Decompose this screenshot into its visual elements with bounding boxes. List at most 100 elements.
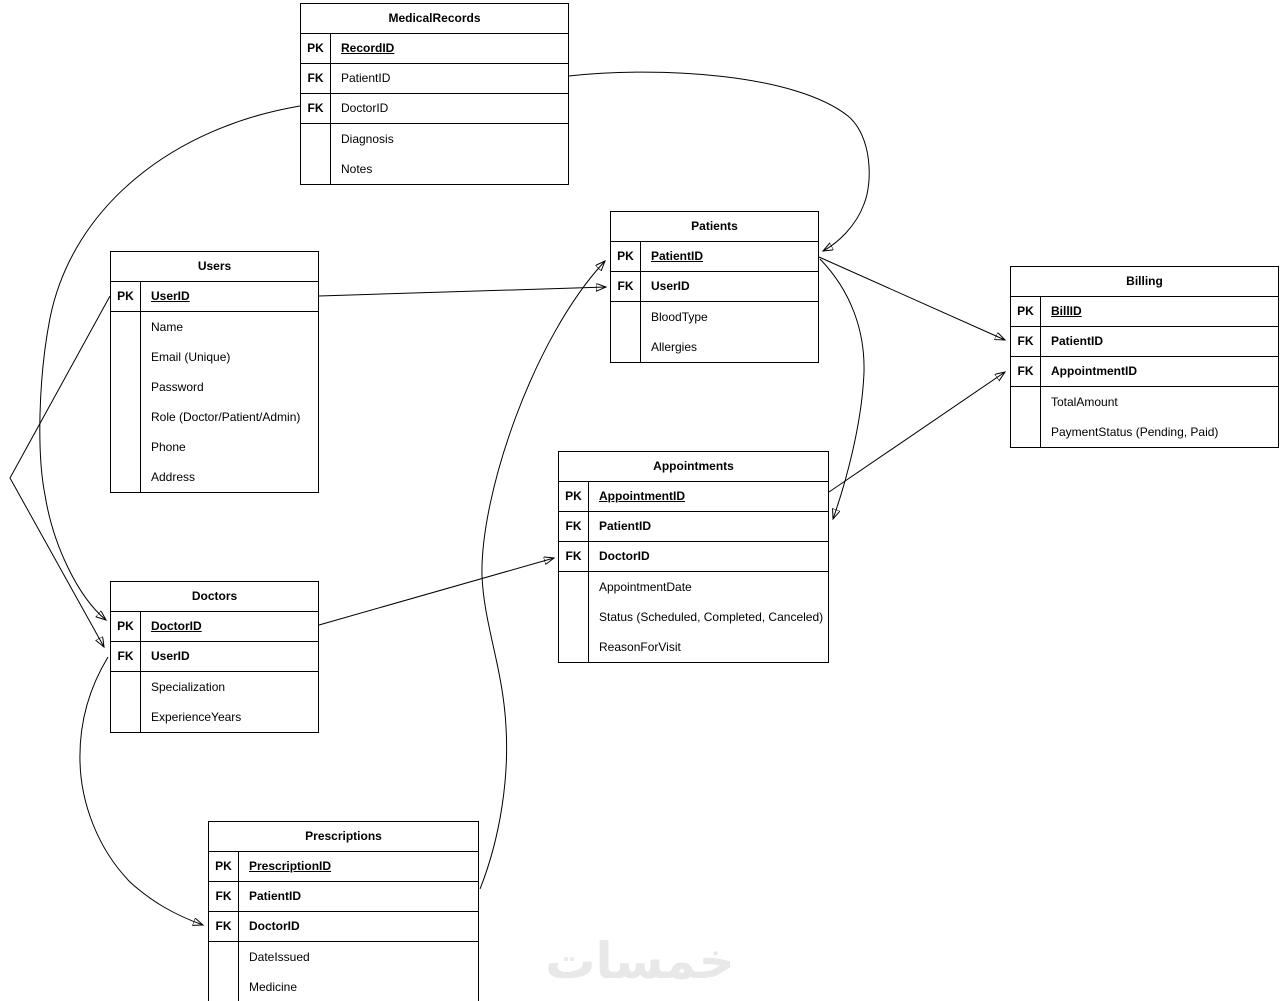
entity-key-rows: PK BillID FK PatientID FK AppointmentID (1011, 297, 1278, 387)
key-field: UserID (151, 649, 190, 663)
key-tag: FK (209, 912, 239, 941)
key-field: PatientID (341, 71, 391, 85)
key-field: DoctorID (599, 549, 650, 563)
entity-attribute: Password (151, 380, 204, 394)
key-field: DoctorID (341, 101, 389, 115)
entity-attr-gutter (111, 312, 141, 492)
entity-title: Users (111, 252, 318, 282)
entity-attribute: Status (Scheduled, Completed, Canceled) (599, 610, 824, 624)
entity-key-row: PK RecordID (301, 34, 568, 64)
key-field: UserID (151, 289, 190, 303)
entity-title: Patients (611, 212, 818, 242)
key-tag: FK (611, 272, 641, 301)
entity-attribute: Email (Unique) (151, 350, 231, 364)
entity-attr-gutter (301, 124, 331, 184)
key-tag: PK (611, 242, 641, 271)
entity-attribute: Address (151, 470, 196, 484)
key-tag: FK (111, 642, 141, 671)
connector-medicalrecords-patientid-to-patients-patientid (568, 71, 870, 251)
key-field: PatientID (651, 249, 704, 263)
entity-attr-gutter (209, 942, 239, 1001)
key-field: PrescriptionID (249, 859, 332, 873)
entity-key-row: FK AppointmentID (1011, 357, 1278, 387)
entity-doctors[interactable]: Doctors PK DoctorID FK UserID Specializa… (110, 581, 319, 733)
key-tag: PK (111, 282, 141, 311)
connector-prescriptions-patientid-to-patients-patientid (479, 261, 605, 890)
key-field: UserID (651, 279, 690, 293)
entity-attribute: AppointmentDate (599, 580, 692, 594)
entity-key-row: FK DoctorID (209, 912, 478, 942)
entity-attribute: Role (Doctor/Patient/Admin) (151, 410, 301, 424)
entity-attribute: DateIssued (249, 950, 310, 964)
entity-key-row: PK AppointmentID (559, 482, 828, 512)
entity-key-row: PK BillID (1011, 297, 1278, 327)
entity-key-row: FK PatientID (301, 64, 568, 94)
entity-attribute: Name (151, 320, 184, 334)
entity-key-rows: PK RecordID FK PatientID FK DoctorID (301, 34, 568, 124)
entity-attribute: Notes (341, 162, 373, 176)
entity-key-rows: PK UserID (111, 282, 318, 312)
entity-key-row: FK UserID (111, 642, 318, 672)
key-field: RecordID (341, 41, 395, 55)
entity-appointments[interactable]: Appointments PK AppointmentID FK Patient… (558, 451, 829, 663)
key-field: DoctorID (151, 619, 202, 633)
entity-key-rows: PK DoctorID FK UserID (111, 612, 318, 672)
entity-medicalrecords[interactable]: MedicalRecords PK RecordID FK PatientID … (300, 3, 569, 185)
entity-billing[interactable]: Billing PK BillID FK PatientID FK Appoin… (1010, 266, 1279, 448)
connector-medicalrecords-doctorid-to-doctors-doctorid (39, 105, 301, 620)
key-tag: PK (559, 482, 589, 511)
entity-attribute: ReasonForVisit (599, 640, 681, 654)
entity-key-rows: PK PatientID FK UserID (611, 242, 818, 302)
entity-attribute: Allergies (651, 340, 698, 354)
key-tag: FK (559, 542, 589, 571)
entity-title: Appointments (559, 452, 828, 482)
connector-doctors-doctorid-to-appointments-doctorid (318, 558, 554, 626)
entity-key-row: PK PrescriptionID (209, 852, 478, 882)
key-tag: FK (301, 94, 331, 123)
key-tag: FK (209, 882, 239, 911)
entity-key-row: PK UserID (111, 282, 318, 312)
entity-key-row: FK DoctorID (301, 94, 568, 124)
entity-key-rows: PK AppointmentID FK PatientID FK DoctorI… (559, 482, 828, 572)
key-tag: FK (559, 512, 589, 541)
entity-key-row: FK PatientID (1011, 327, 1278, 357)
key-tag: FK (301, 64, 331, 93)
key-field: AppointmentID (1051, 364, 1137, 378)
entity-title: Prescriptions (209, 822, 478, 852)
entity-title: MedicalRecords (301, 4, 568, 34)
entity-attr-gutter (1011, 387, 1041, 447)
entity-attribute: TotalAmount (1051, 395, 1118, 409)
entity-key-rows: PK PrescriptionID FK PatientID FK Doctor… (209, 852, 478, 942)
connector-users-userid-to-doctors-userid (9, 295, 111, 647)
entity-attribute: ExperienceYears (151, 710, 242, 724)
entity-patients[interactable]: Patients PK PatientID FK UserID BloodTyp… (610, 211, 819, 363)
entity-attribute: BloodType (651, 310, 708, 324)
watermark-text: خمسات (545, 932, 735, 990)
key-tag: PK (301, 34, 331, 63)
entity-key-row: FK DoctorID (559, 542, 828, 572)
entity-attribute: Diagnosis (341, 132, 394, 146)
connector-patients-patientid-to-appointments-patientid (819, 258, 865, 519)
key-field: PatientID (1051, 334, 1104, 348)
entity-attr-gutter (611, 302, 641, 362)
entity-key-row: FK UserID (611, 272, 818, 302)
key-field: DoctorID (249, 919, 300, 933)
entity-key-row: PK DoctorID (111, 612, 318, 642)
entity-attr-gutter (111, 672, 141, 732)
entity-attr-gutter (559, 572, 589, 662)
key-field: PatientID (599, 519, 652, 533)
entity-key-row: FK PatientID (209, 882, 478, 912)
entity-prescriptions[interactable]: Prescriptions PK PrescriptionID FK Patie… (208, 821, 479, 1001)
